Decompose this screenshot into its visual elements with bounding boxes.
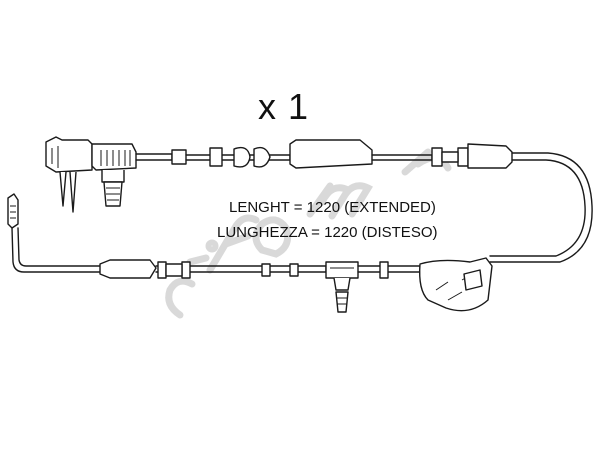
length-label-english: LENGHT = 1220 (EXTENDED) bbox=[229, 199, 436, 216]
length-label-italian: LUNGHEZZA = 1220 (DISTESO) bbox=[217, 224, 438, 241]
quantity-label: x 1 bbox=[258, 86, 310, 127]
upper-cable bbox=[45, 136, 593, 263]
lower-cable bbox=[7, 193, 493, 313]
